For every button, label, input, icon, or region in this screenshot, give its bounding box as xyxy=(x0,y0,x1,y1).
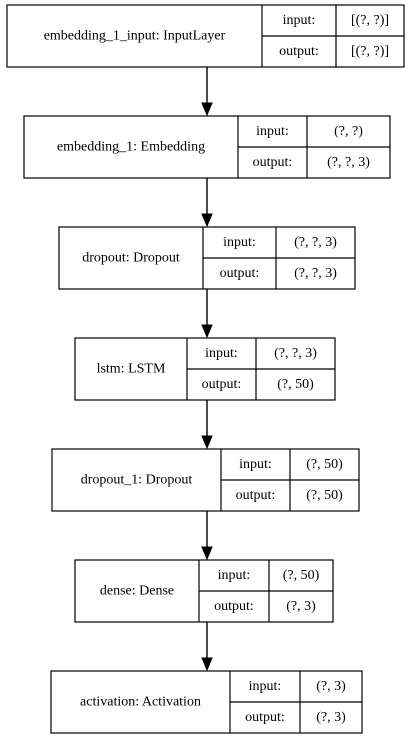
output-shape: (?, 3) xyxy=(316,710,346,725)
layer-name: embedding_1_input: InputLayer xyxy=(44,29,226,44)
arrowhead-icon xyxy=(201,213,213,228)
output-shape: (?, ?, 3) xyxy=(327,155,370,170)
layer-name: dropout_1: Dropout xyxy=(81,473,193,488)
input-shape: (?, ?, 3) xyxy=(294,235,337,250)
layer-name: embedding_1: Embedding xyxy=(57,140,205,155)
edge-arrow xyxy=(201,289,213,339)
edge-arrow xyxy=(201,400,213,450)
arrowhead-icon xyxy=(201,324,213,339)
layer-node: dropout: Dropout input: output: (?, ?, 3) (?… xyxy=(58,226,356,290)
output-shape: [(?, ?)] xyxy=(351,44,389,59)
layer-name: dropout: Dropout xyxy=(82,251,180,266)
input-label: input: xyxy=(283,13,316,28)
layer-node: activation: Activation input: output: (?, 3… xyxy=(50,670,363,734)
output-label: output: xyxy=(220,266,260,281)
layer-name: dense: Dense xyxy=(100,584,174,599)
arrowhead-icon xyxy=(201,546,213,561)
arrowhead-icon xyxy=(201,657,213,672)
layer-name: lstm: LSTM xyxy=(97,362,166,377)
output-label: output: xyxy=(214,599,254,614)
layer-node: lstm: LSTM input: output: (?, ?, 3) (?, 50) xyxy=(74,337,336,401)
output-shape: (?, 3) xyxy=(286,599,316,614)
input-shape: (?, 50) xyxy=(283,568,320,583)
input-label: input: xyxy=(249,679,282,694)
arrowhead-icon xyxy=(201,435,213,450)
output-shape: (?, 50) xyxy=(277,377,314,392)
output-label: output: xyxy=(245,710,285,725)
edge-arrow xyxy=(201,622,213,672)
input-shape: (?, ?) xyxy=(334,124,363,139)
output-shape: (?, ?, 3) xyxy=(294,266,337,281)
layer-node: dropout_1: Dropout input: output: (?, 50) (?… xyxy=(51,448,360,512)
layer-node: dense: Dense input: output: (?, 50) (?, 3) xyxy=(74,559,334,623)
input-shape: (?, 3) xyxy=(316,679,346,694)
output-label: output: xyxy=(236,488,276,503)
input-shape: [(?, ?)] xyxy=(351,13,389,28)
input-label: input: xyxy=(218,568,251,583)
layer-node: embedding_1_input: InputLayer input: outpu… xyxy=(6,4,405,68)
layer-name: activation: Activation xyxy=(80,695,201,710)
input-label: input: xyxy=(256,124,289,139)
edge-arrow xyxy=(201,511,213,561)
output-label: output: xyxy=(202,377,242,392)
input-shape: (?, 50) xyxy=(306,457,343,472)
input-label: input: xyxy=(223,235,256,250)
arrowhead-icon xyxy=(201,102,213,117)
edge-arrow xyxy=(201,178,213,228)
edge-arrow xyxy=(201,67,213,117)
input-label: input: xyxy=(239,457,272,472)
output-label: output: xyxy=(279,44,319,59)
output-shape: (?, 50) xyxy=(306,488,343,503)
layer-node: embedding_1: Embedding input: output: (?, ?… xyxy=(23,115,391,179)
output-label: output: xyxy=(253,155,293,170)
input-shape: (?, ?, 3) xyxy=(274,346,317,361)
input-label: input: xyxy=(205,346,238,361)
